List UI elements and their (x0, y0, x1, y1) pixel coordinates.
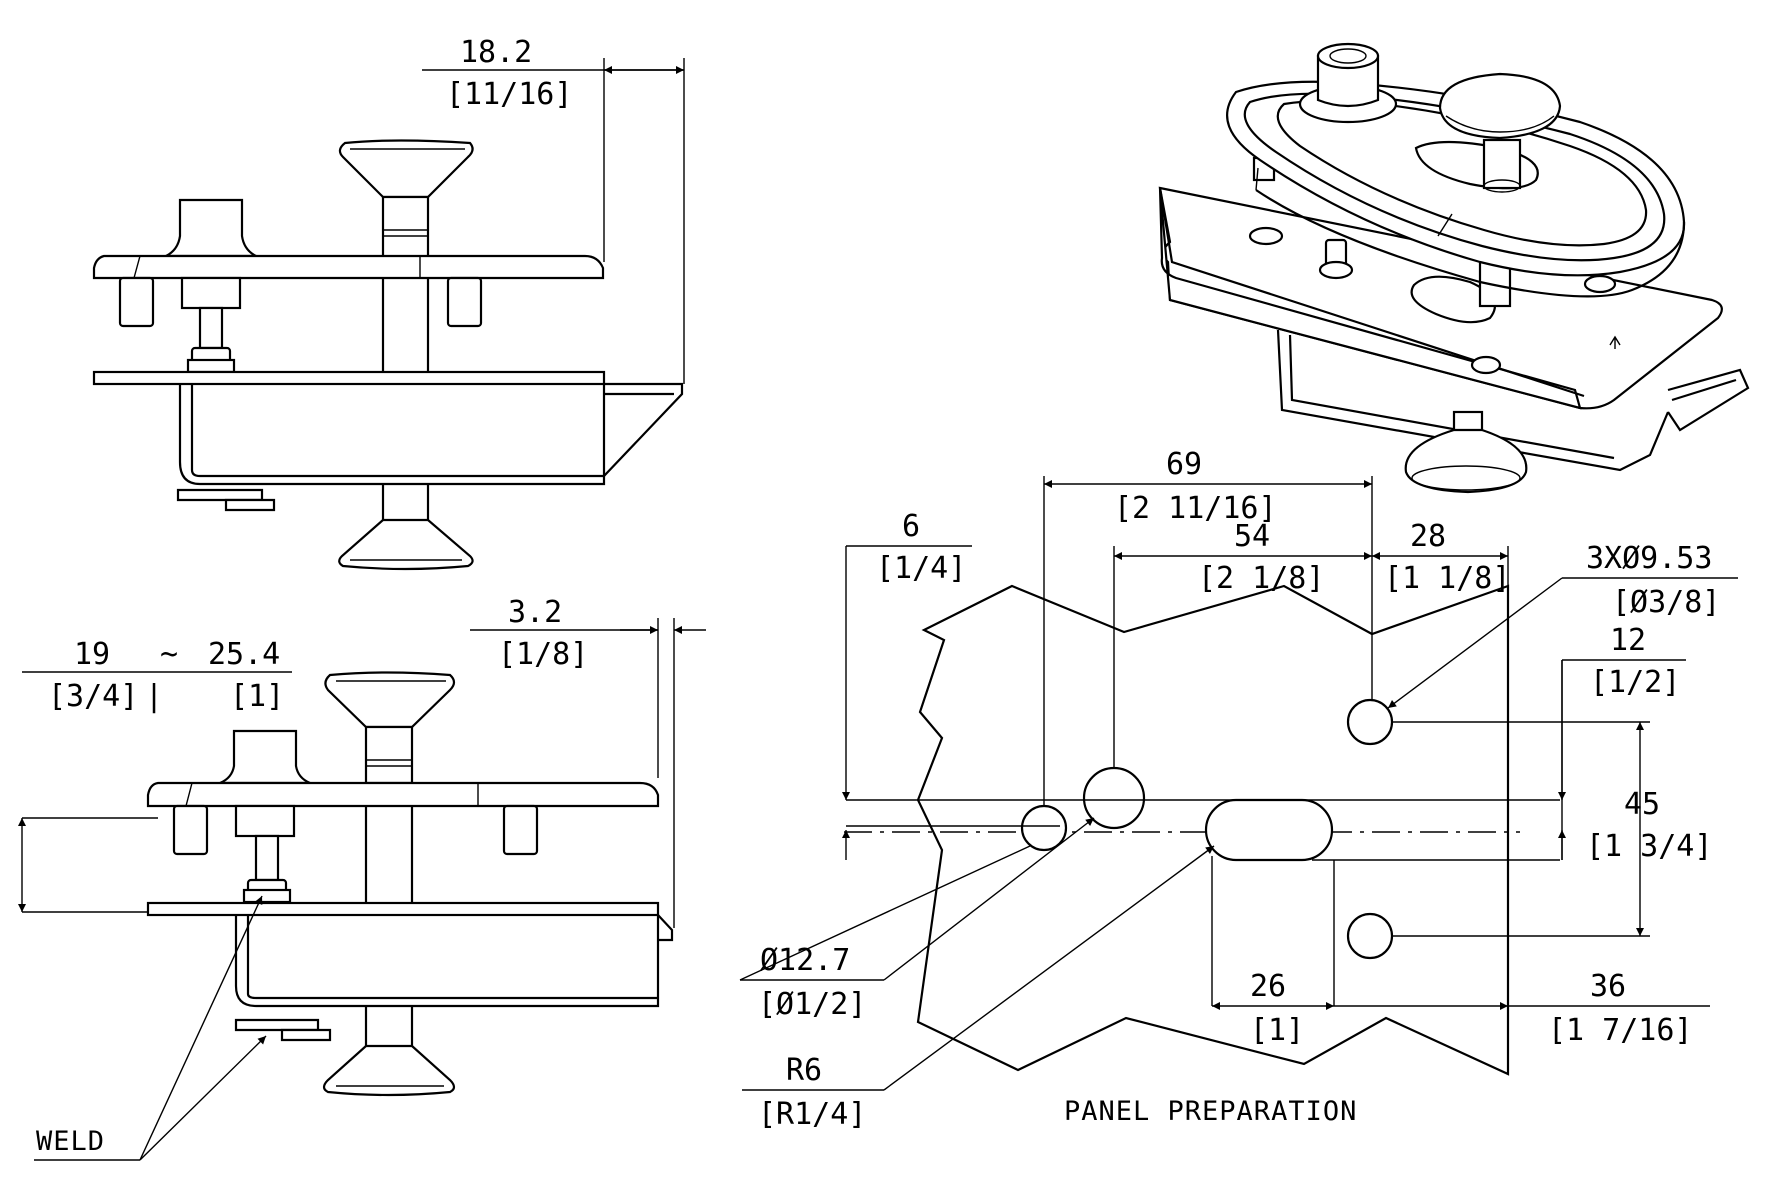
dim-26: 26 (1250, 969, 1286, 1004)
dim-54: 54 (1234, 519, 1270, 554)
dim-45: 45 (1624, 787, 1660, 822)
dim-19: 19 (74, 637, 110, 672)
weld-label: WELD (36, 1126, 105, 1157)
dim-bar: | (145, 679, 163, 714)
dim-grip: 19 ~ 25.4 [3/4] | [1] (18, 637, 292, 913)
dim-69: 69 (1166, 447, 1202, 482)
weld-callout: WELD (34, 895, 267, 1161)
dim-thickness: 3.2 [1/8] (470, 595, 706, 928)
hole-9-53-top (1346, 698, 1394, 746)
dim-12-7: Ø12.7 (760, 943, 850, 978)
dim-6: 6 (902, 509, 920, 544)
isometric-view (1158, 42, 1750, 494)
panel-preparation-label: PANEL PREPARATION (1064, 1096, 1357, 1127)
dim-top-width: 18.2 [11/16] (422, 35, 685, 384)
dim-26-in: [1] (1250, 1013, 1304, 1048)
dim-45-in: [1 3/4] (1586, 829, 1712, 864)
dim-3-2: 3.2 (508, 595, 562, 630)
side-view-top (92, 139, 684, 571)
slot-r6 (1204, 798, 1334, 862)
dim-12: 12 (1610, 623, 1646, 658)
dim-54-in: [2 1/8] (1198, 561, 1324, 596)
dim-3-2-in: [1/8] (498, 637, 588, 672)
dim-18-2: 18.2 (460, 35, 532, 70)
dim-36-in: [1 7/16] (1548, 1013, 1693, 1048)
hole-9-53-bottom (1346, 912, 1394, 960)
dim-r6: R6 (786, 1053, 822, 1088)
dim-18-2-in: [11/16] (446, 77, 572, 112)
dim-6-in: [1/4] (876, 551, 966, 586)
dim-3x-holes-in: [Ø3/8] (1612, 585, 1720, 620)
dim-3x-holes: 3XØ9.53 (1586, 541, 1712, 576)
dim-25-4-in: [1] (230, 679, 284, 714)
dim-36: 36 (1590, 969, 1626, 1004)
hole-9-53-left (1020, 804, 1068, 852)
dim-tilde: ~ (160, 637, 178, 672)
dim-12-7-in: [Ø1/2] (758, 987, 866, 1022)
dim-r6-in: [R1/4] (758, 1097, 866, 1132)
dim-28: 28 (1410, 519, 1446, 554)
dim-69-in: [2 11/16] (1114, 491, 1277, 526)
side-view-bottom (146, 671, 674, 1097)
panel-preparation: 6 [1/4] 69 [2 11/16] 54 [2 1/8] 28 [1 1/… (739, 447, 1738, 1132)
dim-25-4: 25.4 (208, 637, 280, 672)
dim-12-in: [1/2] (1590, 665, 1680, 700)
dim-28-in: [1 1/8] (1384, 561, 1510, 596)
dim-19-in: [3/4] (48, 679, 138, 714)
